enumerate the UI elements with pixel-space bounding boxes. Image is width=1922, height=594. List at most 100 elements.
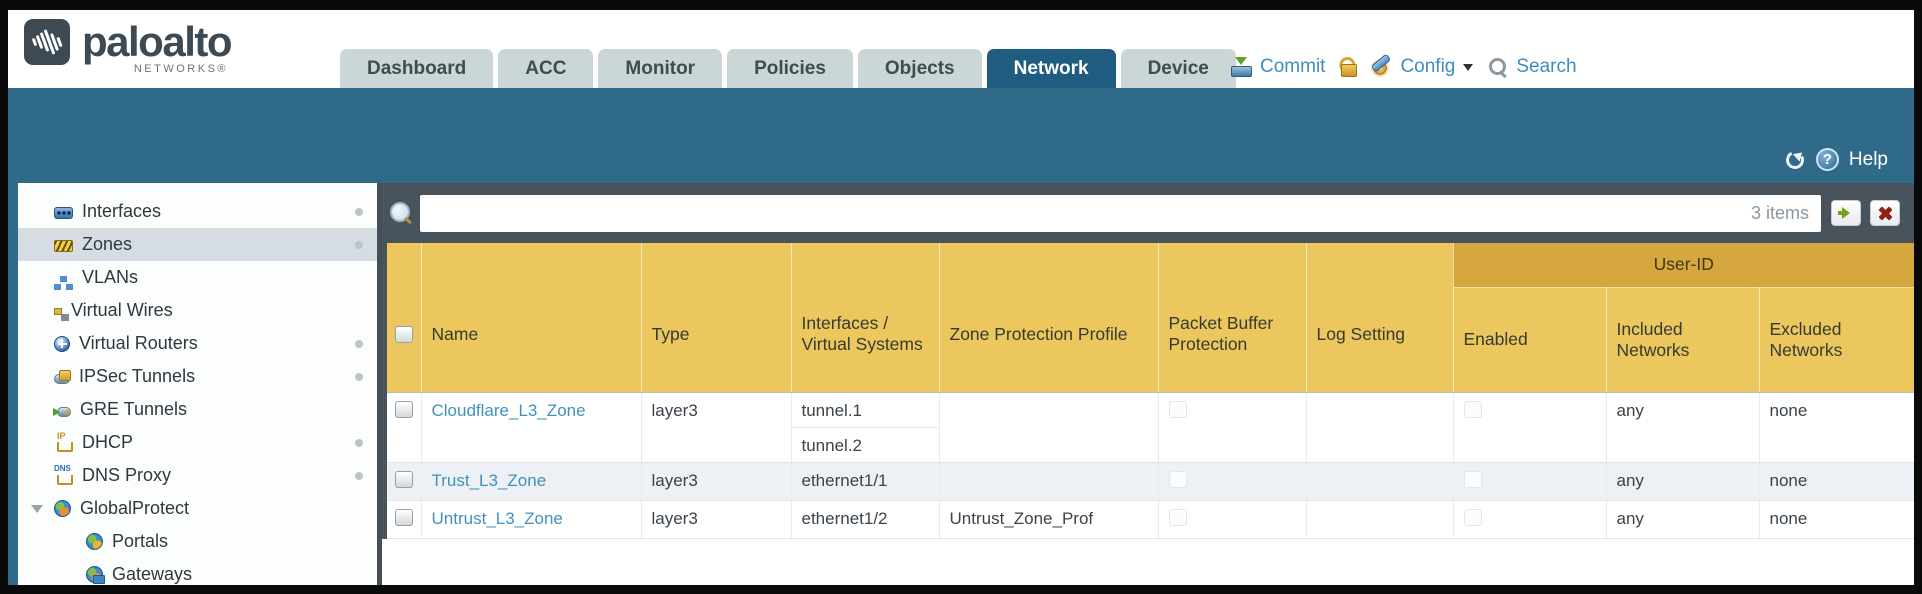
tab-monitor[interactable]: Monitor [598, 49, 723, 88]
global-search-icon[interactable] [1489, 57, 1508, 77]
zone-type-cell: layer3 [641, 392, 792, 463]
interface-entry: ethernet1/1 [801, 470, 888, 490]
commit-icon[interactable] [1230, 57, 1252, 77]
zone-name-link[interactable]: Cloudflare_L3_Zone [431, 400, 586, 420]
tab-dashboard[interactable]: Dashboard [340, 49, 494, 88]
dns-proxy-icon [54, 464, 73, 485]
sidebar-item-label: GRE Tunnels [80, 399, 188, 419]
clear-filter-button[interactable] [1870, 200, 1900, 226]
expand-triangle-icon[interactable] [31, 505, 43, 519]
sidebar-item-label: Interfaces [82, 201, 162, 221]
sidebar-item-interfaces[interactable]: Interfaces [18, 195, 377, 228]
config-icon[interactable] [1370, 57, 1392, 78]
item-dot [355, 241, 363, 249]
col-interfaces[interactable]: Interfaces / Virtual Systems [791, 243, 940, 393]
tab-policies[interactable]: Policies [727, 49, 853, 88]
interface-entry: tunnel.1 [791, 393, 939, 428]
row-checkbox[interactable] [395, 470, 413, 488]
config-dropdown-caret-icon[interactable] [1463, 64, 1474, 76]
col-enabled[interactable]: Enabled [1453, 287, 1607, 393]
help-icon[interactable] [1815, 148, 1839, 171]
tab-objects[interactable]: Objects [857, 49, 982, 88]
user-id-enabled-checkbox [1463, 470, 1482, 488]
item-dot [355, 208, 363, 216]
refresh-icon[interactable] [1784, 149, 1806, 171]
ipsec-tunnels-icon [54, 369, 71, 384]
select-all-checkbox[interactable] [395, 326, 413, 344]
item-dot [355, 340, 363, 348]
sidebar-item-ipsec-tunnels[interactable]: IPSec Tunnels [18, 360, 377, 393]
sidebar-item-label: IPSec Tunnels [79, 366, 196, 386]
paloalto-logo-icon [24, 19, 70, 65]
zones-icon [54, 239, 73, 252]
sidebar-item-virtual-wires[interactable]: Virtual Wires [18, 294, 377, 327]
table-header-row: Enabled Included Networks Excluded Netwo… [387, 287, 1914, 393]
lock-icon[interactable] [1339, 57, 1358, 77]
col-zone-protection-profile[interactable]: Zone Protection Profile [939, 243, 1159, 393]
row-checkbox[interactable] [395, 400, 413, 418]
sidebar-item-dns-proxy[interactable]: DNS Proxy [18, 459, 377, 492]
excluded-networks-cell: none [1759, 500, 1914, 539]
col-group-user-id: User-ID [1453, 243, 1914, 288]
col-excluded-networks[interactable]: Excluded Networks [1759, 287, 1914, 393]
apply-filter-button[interactable] [1831, 200, 1861, 226]
sidebar-item-virtual-routers[interactable]: Virtual Routers [18, 327, 377, 360]
col-type[interactable]: Type [641, 243, 792, 393]
zone-type-cell: layer3 [641, 500, 792, 539]
zone-interfaces-cell: ethernet1/1 [791, 462, 940, 501]
sidebar-item-label: GlobalProtect [80, 498, 190, 518]
sidebar-item-zones[interactable]: Zones [18, 228, 377, 261]
col-log-setting[interactable]: Log Setting [1306, 243, 1454, 393]
sidebar-item-vlans[interactable]: VLANs [18, 261, 377, 294]
gateways-icon [86, 566, 105, 584]
dhcp-icon [54, 431, 73, 452]
col-name[interactable]: Name [421, 243, 642, 393]
row-checkbox[interactable] [395, 508, 413, 526]
tab-device[interactable]: Device [1120, 49, 1236, 88]
log-setting-cell [1306, 392, 1454, 463]
filter-input[interactable] [420, 194, 1821, 232]
sidebar-item-dhcp[interactable]: DHCP [18, 426, 377, 459]
zone-type-cell: layer3 [641, 462, 792, 501]
logo-wordmark: paloalto [82, 18, 233, 65]
table-row: Trust_L3_Zone layer3 ethernet1/1 any non… [387, 462, 1914, 501]
sidebar-item-gateways[interactable]: Gateways [18, 558, 377, 585]
zone-name-link[interactable]: Trust_L3_Zone [431, 470, 547, 490]
tab-acc[interactable]: ACC [498, 49, 594, 88]
commit-button[interactable]: Commit [1260, 56, 1326, 77]
search-button[interactable]: Search [1516, 56, 1577, 77]
sidebar-item-gre-tunnels[interactable]: GRE Tunnels [18, 393, 377, 426]
sidebar-item-label: DHCP [82, 432, 134, 452]
left-margin-strip [8, 183, 18, 585]
config-button[interactable]: Config [1400, 56, 1456, 77]
sidebar-item-portals[interactable]: Portals [18, 525, 377, 558]
header-utilities: Commit Config Search [1230, 56, 1577, 78]
teal-band: Help [8, 88, 1914, 183]
user-id-enabled-checkbox [1463, 400, 1482, 418]
zone-protection-profile-cell [939, 392, 1159, 463]
excluded-networks-cell: none [1759, 462, 1914, 501]
zone-interfaces-cell: ethernet1/2 [791, 500, 940, 539]
col-packet-buffer-protection[interactable]: Packet Buffer Protection [1158, 243, 1307, 393]
sidebar-item-globalprotect[interactable]: GlobalProtect [18, 492, 377, 525]
sidebar-item-label: Virtual Routers [79, 333, 198, 353]
gre-tunnels-icon [53, 406, 71, 417]
tab-network[interactable]: Network [986, 49, 1116, 88]
zones-table: Name Type Interfaces / Virtual Systems Z… [382, 243, 1914, 539]
help-label[interactable]: Help [1848, 148, 1888, 170]
zone-name-link[interactable]: Untrust_L3_Zone [431, 508, 563, 528]
filter-search-icon[interactable] [390, 202, 412, 224]
virtual-routers-icon [54, 335, 70, 352]
col-included-networks[interactable]: Included Networks [1606, 287, 1760, 393]
table-row: Untrust_L3_Zone layer3 ethernet1/2 Untru… [387, 500, 1914, 539]
log-setting-cell [1306, 500, 1454, 539]
excluded-networks-cell: none [1759, 392, 1914, 463]
sidebar-item-label: VLANs [82, 267, 139, 287]
sidebar-item-label: Portals [112, 531, 169, 551]
